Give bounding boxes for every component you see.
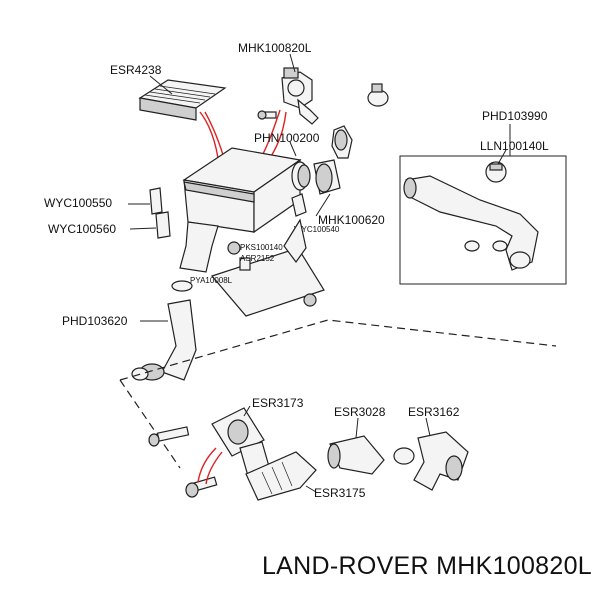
label-mhk100620: MHK100620: [318, 213, 385, 227]
red-link-bolt: [197, 447, 217, 483]
leader-esr3173: [243, 405, 251, 417]
elbow-pipe: [393, 431, 469, 491]
red-link-bolt-2: [205, 451, 223, 485]
brand-caption: LAND-ROVER MHK100820L: [261, 552, 592, 580]
clip-small: [291, 193, 307, 217]
hose-coupling-lower: [327, 435, 385, 475]
label-phd103990: PHD103990: [482, 109, 548, 123]
airflow-sensor: [281, 67, 319, 125]
label-esr3028: ESR3028: [334, 405, 386, 419]
leader-phn100200: [289, 141, 297, 157]
throttle-flange: [211, 407, 271, 477]
label-pks100140: PKS100140: [240, 243, 283, 252]
intake-hose-lower: [245, 451, 317, 501]
label-lln100140l: LLN100140L: [480, 139, 549, 153]
leader-esr3162: [425, 417, 431, 437]
leader-mhk100820l: [289, 53, 296, 73]
screw-icon: [257, 110, 277, 120]
hose-clip-top: [367, 83, 389, 107]
grommet-icon: [171, 280, 193, 292]
label-esr3175: ESR3175: [314, 486, 366, 500]
label-esr4238: ESR4238: [110, 63, 162, 77]
dashed-outline-left: [119, 379, 181, 469]
clip-icon: [331, 125, 353, 159]
label-phn100200: PHN100200: [254, 131, 320, 145]
leader-mhk100620: [315, 193, 331, 217]
label-wyc100550: WYC100550: [44, 196, 112, 210]
label-phd103620: PHD103620: [62, 314, 128, 328]
inset-box: [399, 155, 567, 285]
leader-esr4238: [149, 75, 173, 95]
label-wyc100540: WYC100540: [294, 225, 340, 234]
bracket-clip-lower: [155, 211, 171, 239]
leader-esr3175: [305, 485, 317, 493]
leader-lln100140l: [497, 149, 507, 165]
red-link-sensor-2: [269, 111, 287, 159]
red-link-filter: [199, 111, 219, 159]
label-mhk100820l: MHK100820L: [238, 41, 312, 55]
air-filter-element: [138, 79, 227, 121]
leader-esr3028: [355, 417, 359, 439]
leader-wyc100560: [129, 227, 157, 230]
bolt-icon: [148, 426, 190, 447]
label-esr3173: ESR3173: [252, 396, 304, 410]
dashed-outline-top: [119, 319, 557, 381]
red-link-sensor: [261, 109, 281, 157]
label-wyc100560: WYC100560: [48, 222, 116, 236]
label-pya10008l: PYA10008L: [190, 276, 233, 285]
intake-pipe: [131, 299, 197, 381]
bracket-clip-upper: [149, 187, 163, 215]
hose-coupling: [313, 159, 341, 195]
red-link-filter-2: [204, 111, 225, 159]
mounting-bracket: [210, 218, 325, 317]
label-esr3162: ESR3162: [408, 405, 460, 419]
bolt-lower-icon: [185, 476, 218, 498]
air-box: [179, 147, 311, 273]
label-asr2152: ASR2152: [240, 254, 275, 263]
